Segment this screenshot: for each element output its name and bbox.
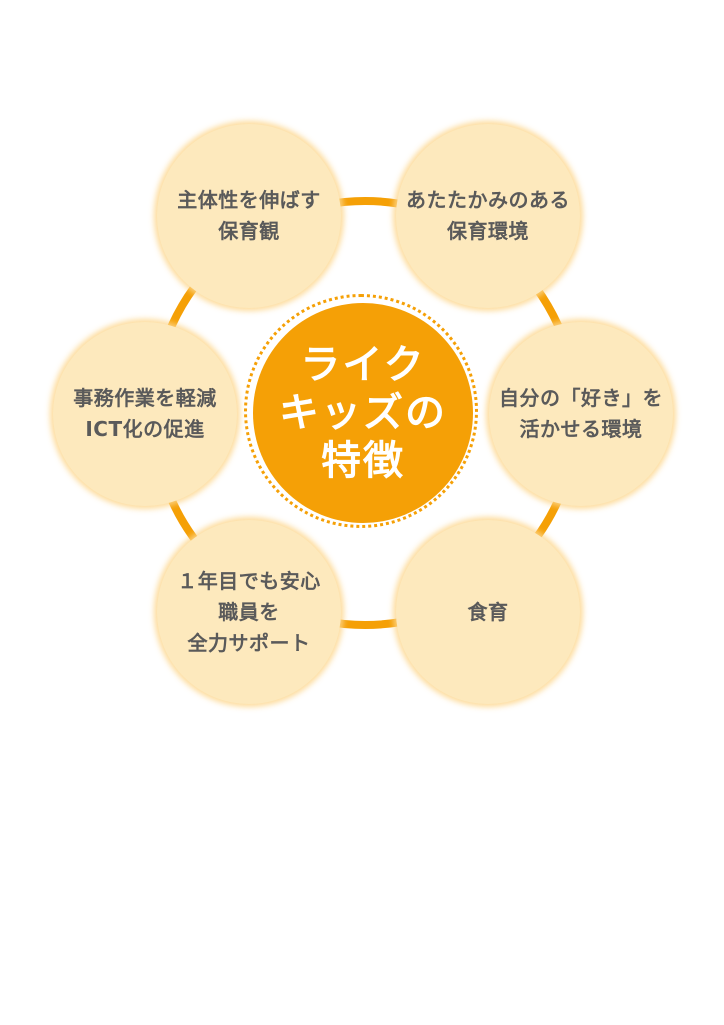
feature-circle-staff-support: １年目でも安心 職員を 全力サポート [157, 520, 341, 704]
feature-label-child-initiative: 主体性を伸ばす 保育観 [177, 188, 321, 243]
feature-label-use-your-likes: 自分の「好き」を 活かせる環境 [499, 386, 663, 441]
center-title: ライク キッズの 特徴 [279, 342, 447, 484]
feature-label-warm-environment: あたたかみのある 保育環境 [406, 188, 570, 243]
feature-label-food-education: 食育 [467, 599, 509, 624]
feature-circle-food-education: 食育 [396, 520, 580, 704]
feature-label-ict-promotion: 事務作業を軽減 ICT化の促進 [73, 386, 217, 441]
center-dotted-ring [244, 294, 478, 528]
feature-label-staff-support: １年目でも安心 職員を 全力サポート [177, 568, 321, 655]
center-circle: ライク キッズの 特徴 [253, 303, 473, 523]
feature-circle-child-initiative: 主体性を伸ばす 保育観 [157, 124, 341, 308]
feature-circle-use-your-likes: 自分の「好き」を 活かせる環境 [489, 322, 673, 506]
feature-circle-warm-environment: あたたかみのある 保育環境 [396, 124, 580, 308]
feature-circle-ict-promotion: 事務作業を軽減 ICT化の促進 [53, 322, 237, 506]
